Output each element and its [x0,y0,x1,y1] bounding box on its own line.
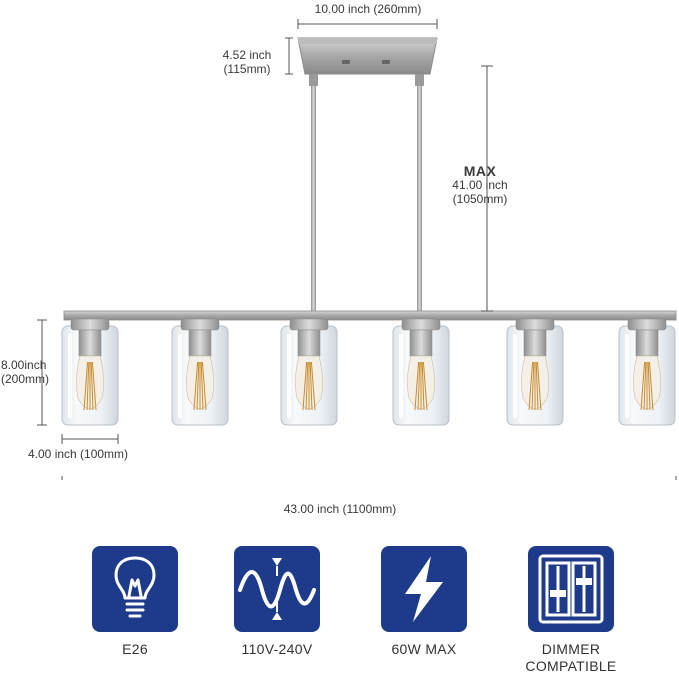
glass-shade [506,318,564,426]
rod-max-mm: (1050mm) [452,192,508,206]
glass-shade [61,318,119,426]
feature-dimmer-line2: COMPATIBLE [525,658,617,674]
lightning-bolt-icon [405,556,443,622]
voltage-wave-icon [238,558,316,620]
feature-dimmer-tile [528,546,614,632]
light-bulb-icon [114,556,156,618]
glass-shade [280,318,338,426]
shade-height-label: 8.00inch (200mm) [1,358,49,386]
glass-shade [618,318,676,426]
feature-voltage-tile [234,546,320,632]
glass-shades [61,318,676,426]
shade-width-label: 4.00 inch (100mm) [28,447,129,461]
rod-max-label: MAX 41.00 inch (1050mm) [440,164,520,206]
glass-shade [392,318,450,426]
canopy [297,37,438,75]
feature-voltage-label: 110V-240V [241,641,313,657]
shade-height-mm: (200mm) [1,372,50,386]
rod-max-in: 41.00 inch [452,178,508,192]
canopy-height-label: 4.52 inch (115mm) [212,48,282,76]
rod-max-title: MAX [463,163,497,179]
total-width-label: 43.00 inch (1100mm) [283,502,397,516]
feature-e26-tile [92,546,178,632]
canopy-width-label: 10.00 inch (260mm) [314,2,422,16]
suspension-rods [309,74,424,312]
canopy-height-mm: (115mm) [223,62,271,76]
feature-e26-label: E26 [122,641,148,657]
glass-shade [171,318,229,426]
feature-dimmer-line1: DIMMER [541,641,601,657]
shade-height-in: 8.00inch [1,358,47,372]
dimension-lines [37,19,677,480]
fixture-drawing [37,19,677,480]
feature-wattage-tile [381,546,467,632]
feature-wattage-label: 60W MAX [391,641,457,657]
canopy-height-in: 4.52 inch [222,48,272,62]
linear-bar [63,310,677,321]
dimmer-switch-icon [538,554,604,624]
feature-dimmer-label: DIMMER COMPATIBLE [508,641,634,675]
